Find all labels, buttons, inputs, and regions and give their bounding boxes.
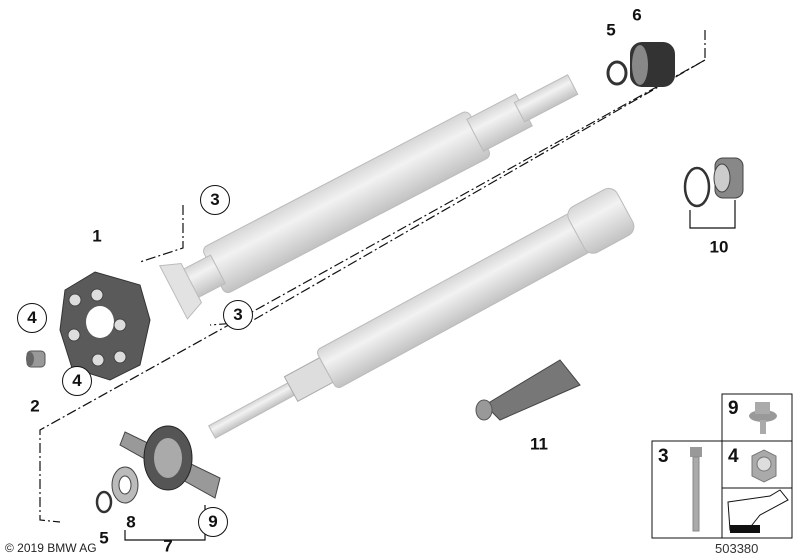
callout-6: 6 bbox=[632, 5, 642, 25]
callout-3-upper: 3 bbox=[200, 185, 230, 215]
protective-boot bbox=[630, 42, 675, 87]
installation-arrow-icon bbox=[727, 489, 789, 533]
callout-3-lower: 3 bbox=[223, 300, 253, 330]
screw-icon bbox=[749, 402, 777, 434]
flexible-disc bbox=[59, 271, 151, 381]
callout-5-upper: 5 bbox=[606, 20, 616, 40]
callout-2: 2 bbox=[30, 396, 40, 416]
center-bearing bbox=[95, 425, 221, 514]
bolt-icon bbox=[690, 447, 702, 532]
ring-5-upper bbox=[606, 60, 628, 86]
legend-boxes bbox=[651, 393, 793, 539]
legend-label-screw: 9 bbox=[728, 398, 739, 419]
copyright: © 2019 BMW AG bbox=[5, 541, 97, 555]
legend-label-nut: 4 bbox=[728, 446, 739, 467]
sleeve bbox=[26, 350, 46, 368]
callout-4-upper: 4 bbox=[17, 303, 47, 333]
callout-1: 1 bbox=[92, 226, 102, 246]
nut-icon bbox=[751, 449, 777, 483]
callout-5-lower: 5 bbox=[99, 528, 109, 548]
callout-10: 10 bbox=[709, 237, 729, 257]
callout-8: 8 bbox=[126, 512, 136, 532]
legend-label-bolt: 3 bbox=[658, 446, 669, 467]
diagram-number: 503380 bbox=[715, 541, 759, 556]
callout-9: 9 bbox=[198, 507, 228, 537]
nut-10 bbox=[713, 157, 744, 199]
callout-11: 11 bbox=[530, 434, 548, 454]
callout-4-lower: 4 bbox=[62, 366, 92, 396]
grease-tube bbox=[475, 359, 581, 421]
callout-7: 7 bbox=[163, 536, 173, 556]
upper-propeller-shaft bbox=[158, 74, 579, 320]
lower-propeller-shaft bbox=[207, 187, 635, 439]
leader-lines bbox=[39, 30, 706, 523]
ring-10 bbox=[683, 166, 711, 208]
